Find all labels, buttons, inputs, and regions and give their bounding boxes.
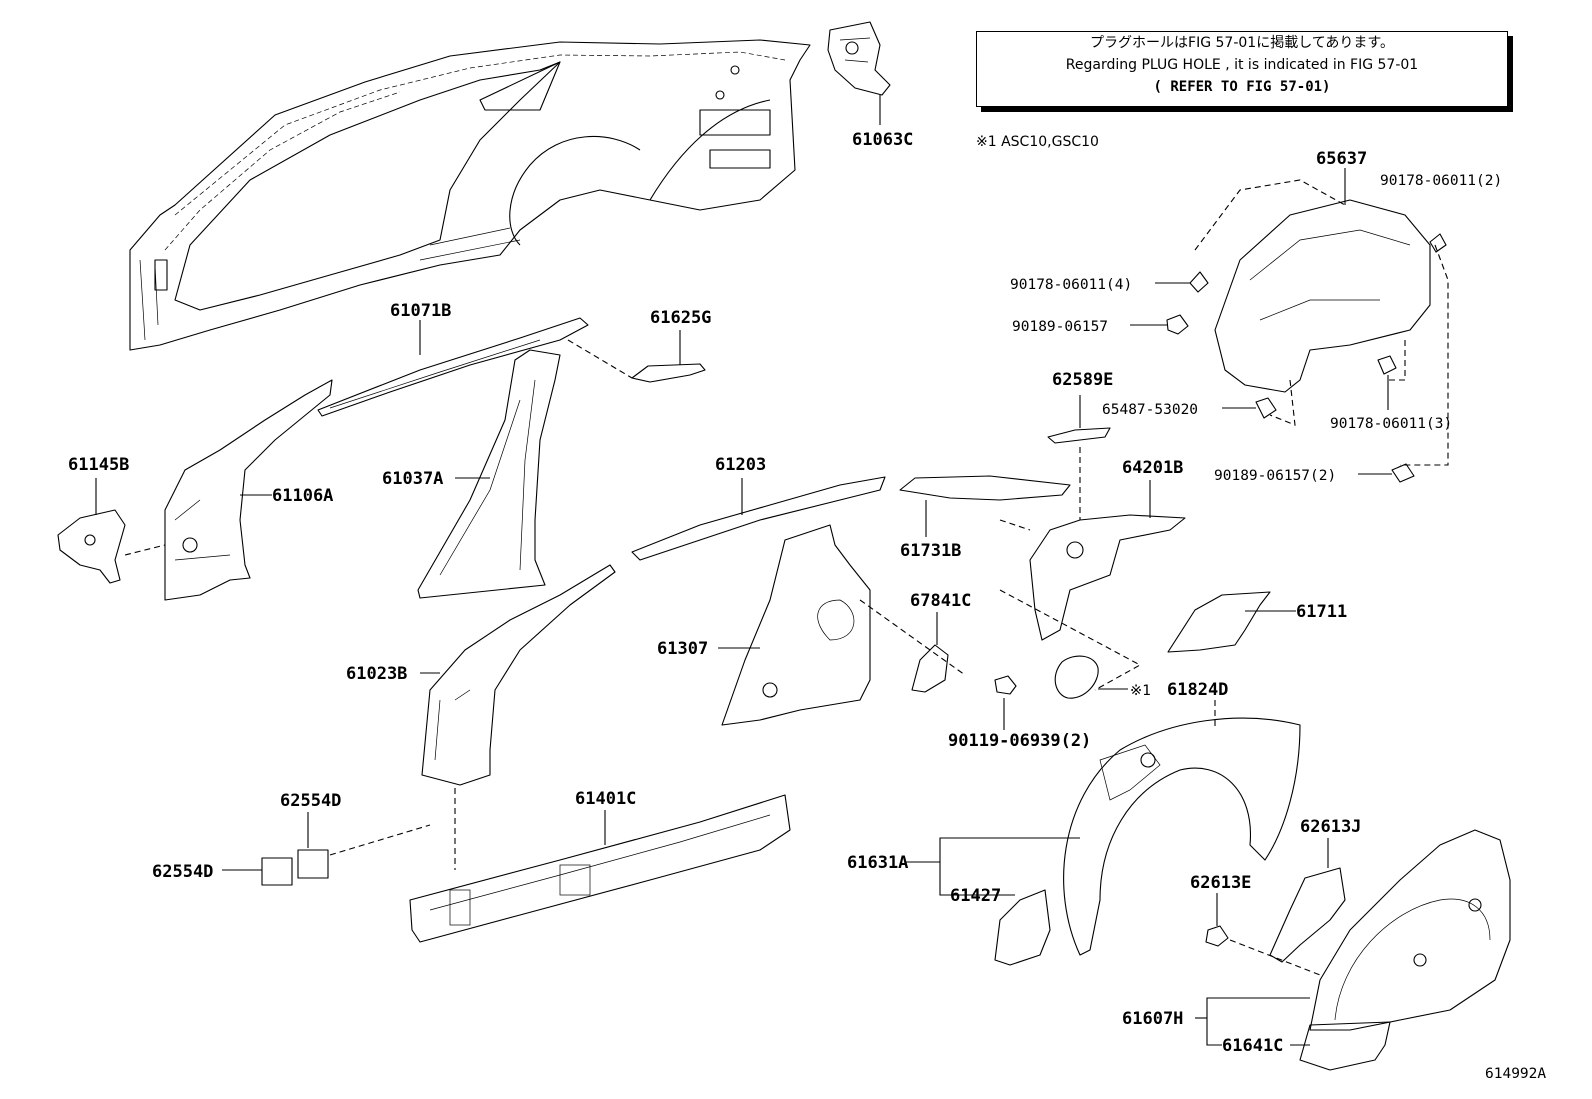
part-61145B-bracket [57,509,126,584]
part-90119-bolt [994,675,1017,695]
label-61203: 61203 [715,455,766,475]
label-61307: 61307 [657,639,708,659]
part-90178-clip-a [1429,233,1447,253]
part-67841C-bracket [911,644,949,693]
label-61711: 61711 [1296,602,1347,622]
note-line-3: ( REFER TO FIG 57-01) [1153,79,1331,95]
label-90178-3: 90178-06011(3) [1330,416,1452,432]
part-61711-panel [1167,591,1271,653]
label-90119: 90119-06939(2) [948,731,1091,751]
figure-id: 614992A [1485,1066,1546,1082]
label-61824D-mark: ※1 [1130,683,1151,699]
part-61106A-front-pillar [164,379,333,601]
part-61641C-bracket [1299,1021,1391,1071]
part-61401C-rocker [409,794,791,943]
label-61607H: 61607H [1122,1009,1183,1029]
part-61607H-wheelhouse [1309,829,1511,1031]
label-67841C: 67841C [910,591,971,611]
condition-note: ※1 ASC10,GSC10 [976,134,1099,150]
part-90189-clip [1166,314,1189,335]
part-61824D-cap [1054,655,1099,699]
part-61427-bracket [994,889,1051,966]
label-65637: 65637 [1316,149,1367,169]
label-61731B: 61731B [900,541,961,561]
part-61731B-panel [899,475,1071,501]
plug-hole-note: プラグホールはFIG 57-01に掲載してあります。 Regarding PLU… [976,31,1508,107]
label-61631A: 61631A [847,853,908,873]
part-64201B-panel [1029,514,1186,641]
label-62554D-b: 62554D [152,862,213,882]
label-62589E: 62589E [1052,370,1113,390]
part-61625G-plate [631,363,706,383]
label-65487: 65487-53020 [1102,402,1198,418]
label-61023B: 61023B [346,664,407,684]
part-61307-quarter-inner [721,524,871,726]
part-61037A-center-pillar [417,349,561,599]
label-62613E: 62613E [1190,873,1251,893]
note-line-1: プラグホールはFIG 57-01に掲載してあります。 [1090,35,1394,51]
part-61063C-bracket [827,21,891,96]
label-90189-2: 90189-06157(2) [1214,468,1336,484]
label-61106A: 61106A [272,486,333,506]
part-62613J-pad [1269,867,1346,963]
part-62589E-pad [1047,427,1111,444]
label-90178-4: 90178-06011(4) [1010,277,1132,293]
label-62613J: 62613J [1300,817,1361,837]
part-62613E-clip [1205,925,1229,947]
label-90178-2: 90178-06011(2) [1380,173,1502,189]
label-61824D: 61824D [1167,680,1228,700]
part-65487-clip [1255,397,1277,419]
part-90178-clip-b [1189,271,1209,293]
part-61071B-roof-rail [317,317,589,417]
part-90189-clip-2 [1391,463,1415,483]
label-61037A: 61037A [382,469,443,489]
label-61071B: 61071B [390,301,451,321]
part-61023B-pillar [421,564,616,786]
part-62554D-pads [261,849,329,886]
part-61203-rail [631,476,886,561]
part-61631A-wheelhouse [1063,717,1301,956]
side-panel-outline [129,39,811,351]
label-61625G: 61625G [650,308,711,328]
label-61427: 61427 [950,886,1001,906]
label-64201B: 64201B [1122,458,1183,478]
label-62554D-a: 62554D [280,791,341,811]
label-61641C: 61641C [1222,1036,1283,1056]
note-line-2: Regarding PLUG HOLE , it is indicated in… [1065,57,1419,73]
label-61401C: 61401C [575,789,636,809]
label-61145B: 61145B [68,455,129,475]
part-65637-liner [1214,199,1431,393]
label-61063C: 61063C [852,130,913,150]
label-90189: 90189-06157 [1012,319,1108,335]
part-90178-clip-c [1377,355,1397,375]
